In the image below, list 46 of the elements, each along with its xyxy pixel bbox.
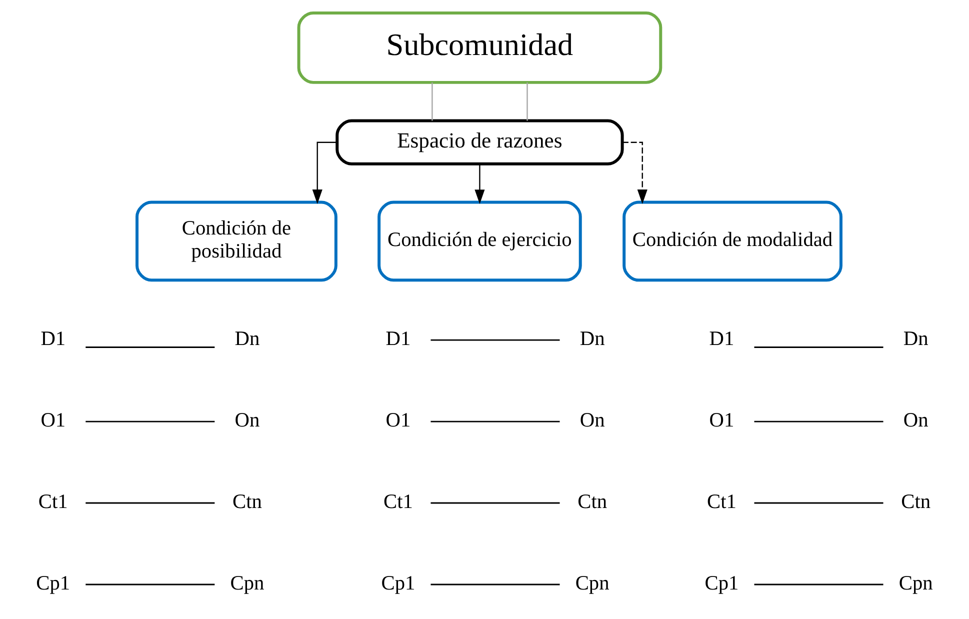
node-text: Cpn (898, 572, 933, 594)
arrow (312, 142, 337, 204)
node-box: Condición de posibilidad (136, 200, 338, 282)
connector (430, 584, 560, 586)
node-text: Ct1 (384, 490, 413, 513)
connector (86, 502, 215, 504)
node-text: On (580, 409, 605, 432)
node-text: Dn (234, 328, 260, 350)
connector (430, 420, 560, 422)
node-text: Cpn (575, 572, 610, 594)
node-text: O1 (709, 409, 734, 432)
node-text: Dn (580, 328, 605, 350)
connector (430, 339, 560, 341)
connector (86, 420, 215, 422)
node-text: On (903, 409, 928, 432)
arrow (622, 142, 648, 204)
node-box: Condición de ejercicio (378, 200, 582, 282)
connector (430, 502, 560, 504)
node-text: Cp1 (704, 572, 739, 594)
node-text: Ct1 (707, 490, 736, 513)
node-box: Espacio de razones (336, 119, 624, 166)
connector (754, 346, 884, 348)
connector (432, 82, 433, 121)
arrow (474, 164, 485, 204)
connector (754, 502, 884, 504)
connector (86, 346, 215, 348)
node-text: Ctn (901, 490, 931, 513)
connector (526, 82, 528, 121)
node-text: Ct1 (38, 490, 68, 513)
node-box: Subcomunidad (297, 11, 662, 84)
node-text: Cp1 (36, 572, 70, 594)
node-text: D1 (386, 328, 411, 350)
node-text: On (234, 409, 260, 432)
node-text: O1 (40, 409, 66, 432)
connector (754, 420, 884, 422)
node-text: Dn (903, 328, 928, 350)
node-text: D1 (40, 328, 66, 350)
node-text: O1 (386, 409, 411, 432)
node-text: Ctn (578, 490, 608, 513)
node-text: D1 (709, 328, 734, 350)
node-text: Cp1 (381, 572, 416, 594)
node-box: Condición de modalidad (622, 200, 842, 282)
node-text: Cpn (230, 572, 264, 594)
node-text: Ctn (232, 490, 262, 513)
connector (86, 584, 215, 586)
connector (754, 584, 884, 586)
